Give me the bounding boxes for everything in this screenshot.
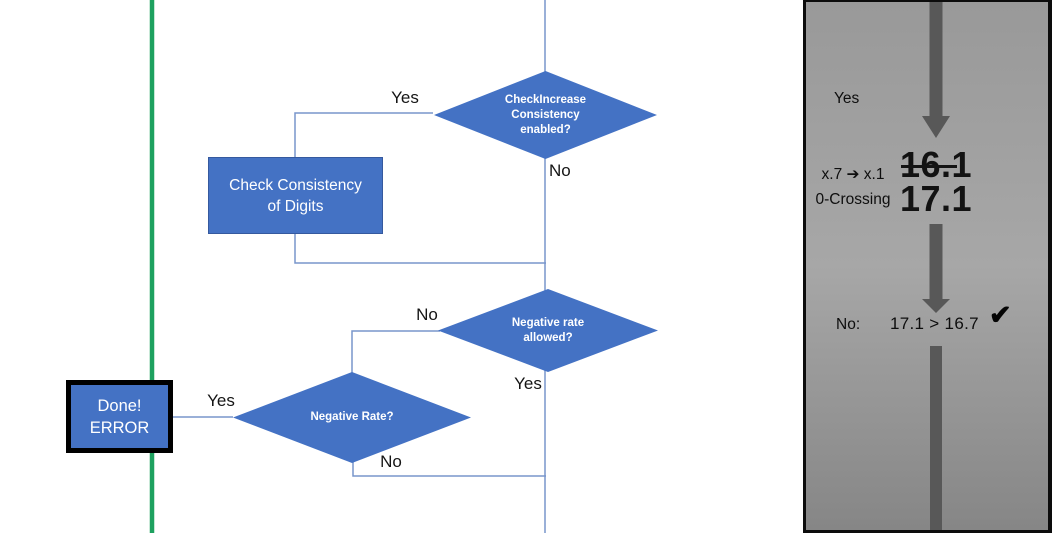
process-check-consistency-label: Check Consistency of Digits — [229, 176, 362, 215]
connector-yes-to-process — [294, 112, 433, 158]
branch-label-yes-negative-rate: Yes — [207, 391, 235, 410]
arrow-down-icon — [929, 2, 943, 118]
terminator-line2: ERROR — [89, 418, 150, 437]
arrow-down-shaft-icon — [930, 346, 942, 530]
check-icon: ✔ — [989, 300, 1012, 330]
connector-no-to-negative-rate — [351, 330, 440, 373]
decision-negative-rate-label: Negative Rate? — [310, 411, 394, 423]
panel-rule-text: x.7 ➔ x.1 0-Crossing — [806, 162, 900, 212]
branch-label-no-top: No — [549, 161, 571, 180]
process-check-consistency: Check Consistency of Digits — [208, 157, 383, 234]
decision-checkincrease-label: CheckIncrease Consistency enabled? — [504, 93, 587, 136]
branch-label-no-negative-allowed: No — [416, 305, 438, 324]
connector-no-return — [352, 462, 546, 477]
decision-negative-rate-allowed-label: Negative rate allowed? — [511, 316, 585, 344]
branch-label-no-negative-rate: No — [380, 452, 402, 471]
example-side-panel: Yes x.7 ➔ x.1 0-Crossing 16.1 17.1 No: 1… — [803, 0, 1052, 533]
arrow-down-head-icon — [922, 299, 950, 313]
arrow-down-head-icon — [922, 116, 950, 138]
panel-result-comparison: 17.1 > 16.7 — [890, 314, 979, 333]
branch-label-yes-top: Yes — [391, 88, 419, 107]
panel-values: 16.1 17.1 — [900, 144, 973, 219]
panel-old-value-struck: 16.1 — [900, 144, 973, 185]
connector-process-return — [294, 233, 546, 264]
terminator-line1: Done! — [97, 396, 142, 415]
panel-rule-line1: x.7 ➔ x.1 — [821, 166, 885, 183]
arrow-down-icon — [929, 224, 943, 301]
panel-rule-line2: 0-Crossing — [815, 191, 891, 208]
panel-new-value: 17.1 — [900, 178, 973, 219]
panel-yes-label: Yes — [834, 90, 860, 107]
branch-label-yes-negative-allowed: Yes — [514, 374, 542, 393]
panel-arrows — [922, 2, 950, 530]
panel-result-no-label: No: — [836, 316, 861, 333]
terminator-done-error: Done! ERROR — [66, 380, 173, 453]
